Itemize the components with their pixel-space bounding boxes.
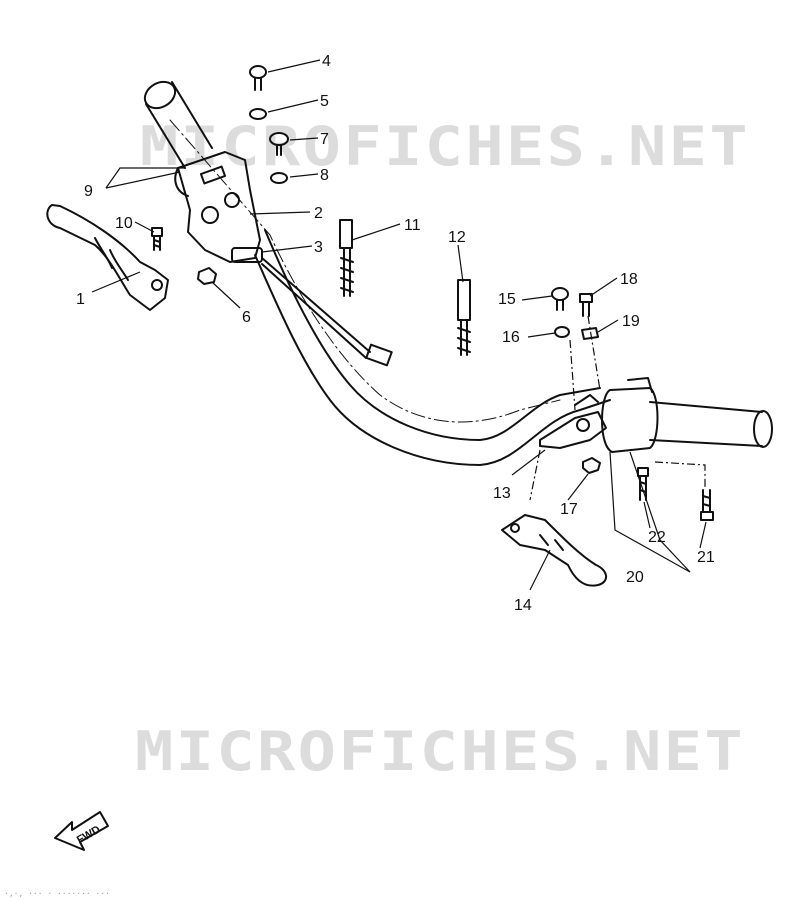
screw-21 [700,489,714,521]
part-label-8: 8 [320,167,329,184]
part-label-14: 14 [514,597,532,614]
part-label-12: 12 [448,229,466,246]
nut-6 [197,267,217,285]
part-label-20: 20 [626,569,644,586]
cable-band-12 [457,279,471,356]
bolt-4 [249,65,267,91]
part-label-3: 3 [314,239,323,256]
left-grip [143,80,213,169]
handlebar [169,119,611,466]
leader-lines [91,59,707,591]
part-number-labels: 4 5 7 8 9 2 10 11 12 3 1 18 15 6 19 16 1… [76,53,715,614]
part-label-1: 1 [76,291,85,308]
part-label-16: 16 [502,329,520,346]
right-lever-bracket [539,394,607,449]
fwd-arrow-icon: FWD [54,811,109,851]
part-label-13: 13 [493,485,511,502]
right-lever [501,514,607,587]
washer-5 [249,108,267,120]
screw-22 [637,467,649,501]
part-label-10: 10 [115,215,133,232]
part-label-15: 15 [498,291,516,308]
part-label-9: 9 [84,183,93,200]
switch-cable [231,247,393,367]
part-label-19: 19 [622,313,640,330]
watermark-top: MICROFICHES.NET [140,115,750,178]
bolt-18 [579,293,593,317]
part-label-17: 17 [560,501,578,518]
screw-10 [151,227,163,251]
washer-8 [270,172,288,184]
washer-19 [581,327,599,340]
part-label-6: 6 [242,309,251,326]
cable-band-11 [339,219,354,297]
bolt-15 [551,287,569,311]
throttle-housing [601,377,773,453]
watermark-bottom: MICROFICHES.NET [135,720,745,783]
footer-text: ·,·, ··· · ······· ··· [4,889,110,898]
part-label-2: 2 [314,205,323,222]
nut-17 [582,457,601,474]
part-label-5: 5 [320,93,329,110]
part-label-7: 7 [320,131,329,148]
left-brake-lever [46,204,169,311]
part-label-18: 18 [620,271,638,288]
washer-16 [554,326,570,338]
bolt-7 [269,132,289,156]
part-label-22: 22 [648,529,666,546]
part-label-21: 21 [697,549,715,566]
part-label-4: 4 [322,53,331,70]
lever-holder [174,151,261,263]
part-label-11: 11 [404,217,421,234]
